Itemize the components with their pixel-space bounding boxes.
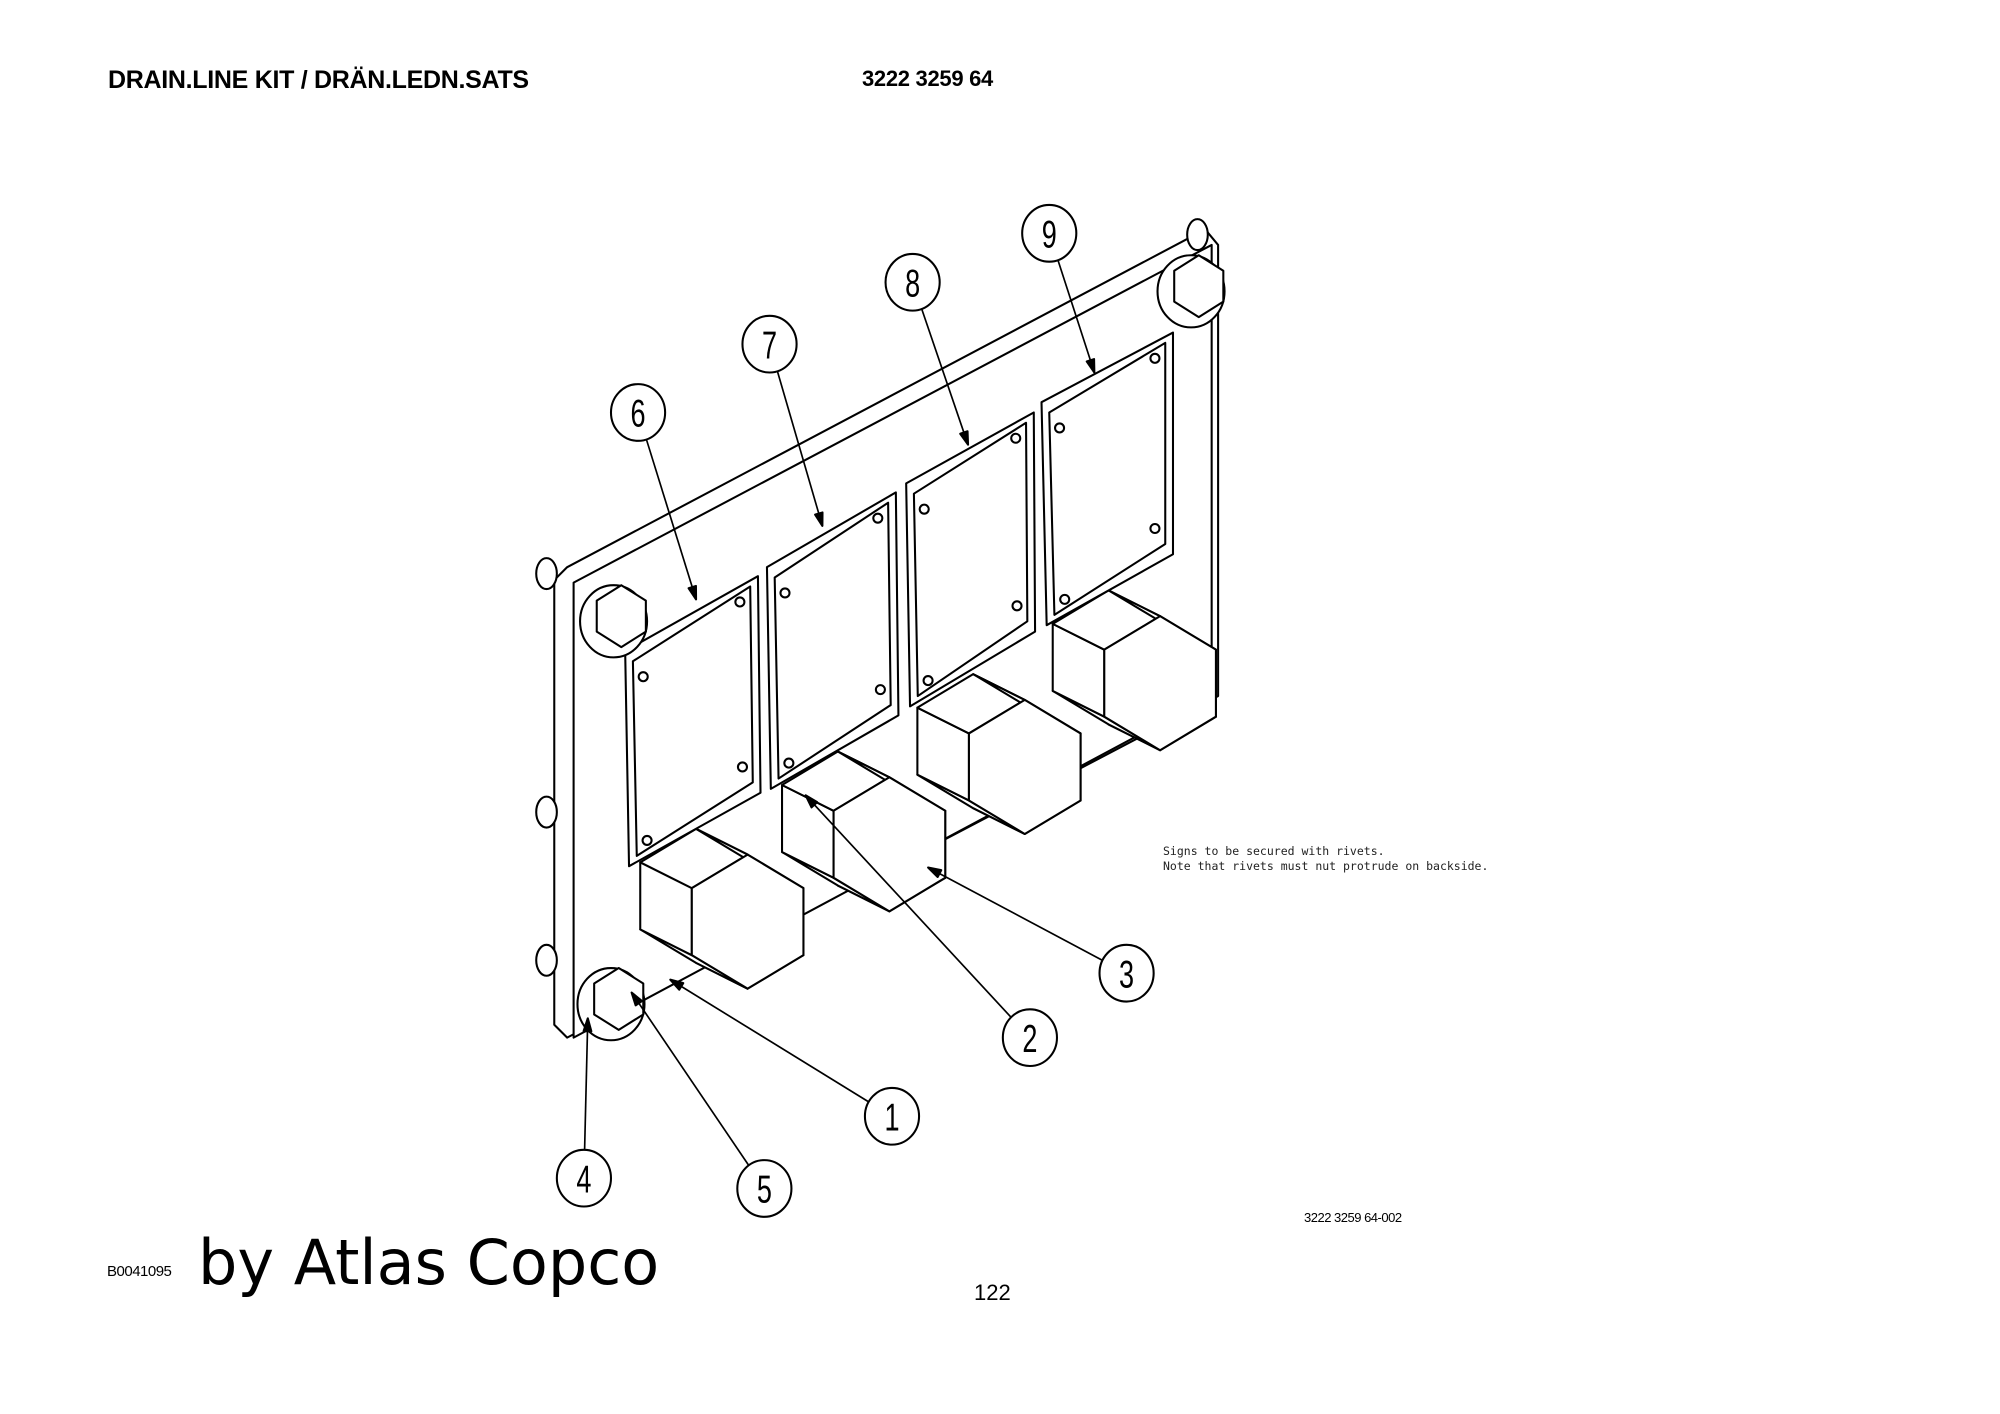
leader-line [645, 439, 697, 600]
arrowhead [687, 584, 698, 601]
stud-end [535, 557, 558, 591]
drawing-number: 3222 3259 64-002 [1304, 1210, 1402, 1225]
arrowhead [630, 991, 644, 1007]
callout-1: 1 [863, 1086, 921, 1146]
callout-3: 3 [1098, 943, 1155, 1003]
leader-line [805, 794, 1012, 1018]
arrowhead [959, 430, 970, 446]
stud-end [1186, 218, 1209, 252]
callout-8: 8 [884, 252, 941, 312]
rivet [1011, 600, 1023, 612]
rivet [641, 834, 653, 846]
note-line: Note that rivets must nut protrude on ba… [1163, 859, 1489, 873]
callout-number: 2 [1022, 1018, 1037, 1061]
arrowhead [927, 866, 943, 878]
callout-2: 2 [1001, 1008, 1059, 1068]
callout-number: 6 [631, 393, 646, 436]
leader-line [583, 1018, 589, 1150]
assembly-notes: Signs to be secured with rivets.Note tha… [1163, 844, 1488, 874]
part-number: 3222 3259 64 [862, 66, 993, 91]
callout-number: 4 [576, 1159, 591, 1202]
leader-line [927, 866, 1102, 961]
hex-plug [639, 827, 805, 990]
callout-number: 7 [762, 325, 777, 368]
sign-plate [624, 575, 762, 868]
rivet [1054, 422, 1066, 434]
sign-plate [905, 411, 1037, 708]
rivet [1059, 593, 1071, 605]
arrowhead [804, 794, 819, 809]
callout-number: 1 [884, 1097, 899, 1140]
callout-number: 3 [1119, 954, 1134, 997]
rivet [1149, 522, 1161, 535]
rivet [922, 675, 934, 687]
rivet [1010, 432, 1022, 444]
callout-6: 6 [609, 383, 667, 442]
callout-7: 7 [741, 314, 798, 374]
callout-4: 4 [555, 1148, 613, 1208]
stud-end [535, 795, 558, 829]
leader-line [776, 371, 824, 527]
rivet [734, 596, 746, 608]
rivet [874, 684, 886, 696]
callout-number: 8 [905, 263, 920, 306]
rivet [872, 512, 884, 524]
sign-plate [1040, 331, 1175, 627]
callout-9: 9 [1021, 203, 1078, 263]
rivet [779, 587, 791, 599]
leader-line [630, 992, 750, 1166]
hex-plug [1051, 589, 1217, 752]
rivet [783, 757, 795, 769]
callout-number: 5 [757, 1169, 772, 1212]
callout-5: 5 [736, 1159, 793, 1218]
leader-line [669, 978, 869, 1103]
leader-line [920, 308, 969, 445]
rivet [1149, 352, 1161, 364]
rivet [918, 503, 930, 515]
arrowhead [1085, 358, 1096, 374]
sign-plate [765, 491, 900, 790]
document-id: B0041095 [107, 1263, 172, 1280]
hex-bolt [579, 584, 649, 659]
brand-text: by Atlas Copco [198, 1226, 660, 1299]
hex-plug [916, 673, 1082, 836]
rivet [736, 761, 749, 773]
page-number: 122 [974, 1280, 1011, 1305]
document-title: DRAIN.LINE KIT / DRÄN.LEDN.SATS [108, 66, 529, 94]
arrowhead [669, 978, 685, 991]
callout-number: 9 [1042, 214, 1057, 257]
hex-bolt [1156, 254, 1226, 329]
rivet [637, 671, 649, 683]
note-line: Signs to be secured with rivets. [1163, 844, 1385, 858]
stud-end [535, 943, 558, 977]
arrowhead [582, 1017, 593, 1033]
leader-line [1057, 260, 1096, 373]
arrowhead [814, 511, 824, 527]
hex-bolt [576, 967, 646, 1042]
